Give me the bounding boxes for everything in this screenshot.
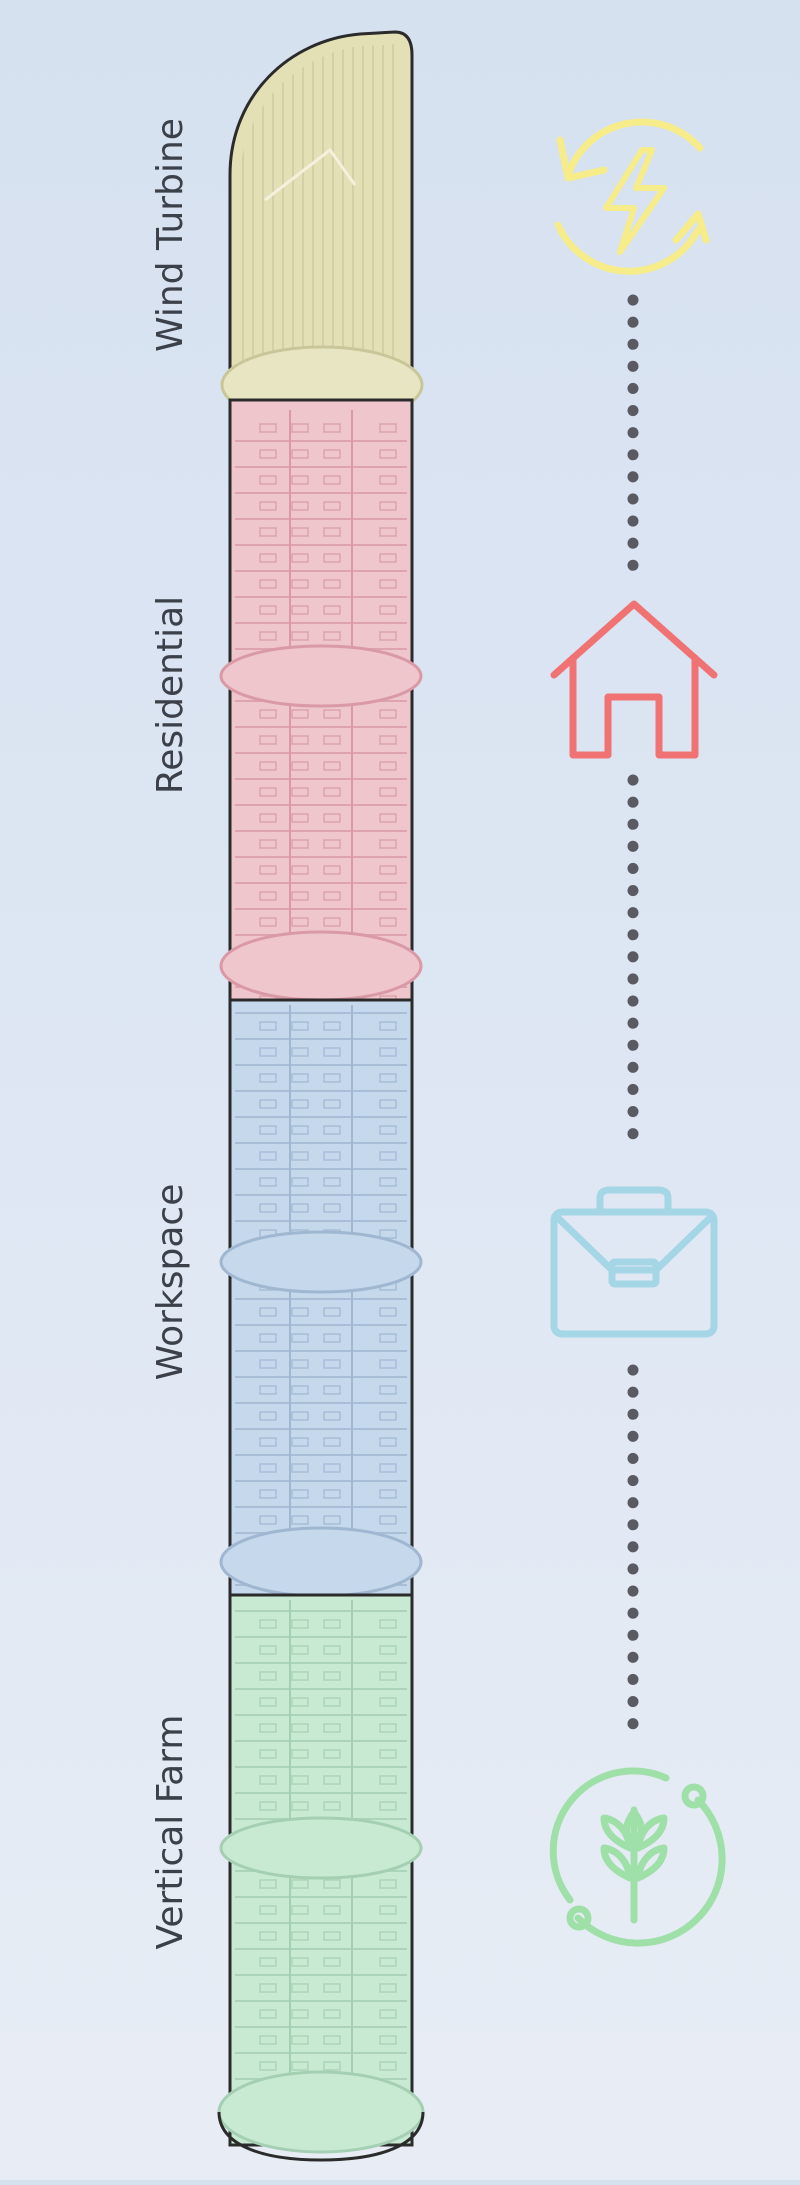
workspace-section: [219, 998, 423, 1602]
energy-cycle-icon: [554, 118, 710, 275]
wind-turbine-section: [220, 30, 424, 425]
section-label-workspace: Workspace: [150, 1183, 191, 1381]
section-label-wind-turbine: Wind Turbine: [150, 118, 191, 352]
vertical-farm-section: [217, 1593, 425, 2162]
residential-section: [219, 398, 423, 1012]
section-label-vertical-farm: Vertical Farm: [150, 1714, 191, 1950]
section-label-residential: Residential: [150, 595, 191, 795]
wheat-cycle-icon: [549, 1767, 726, 1947]
house-icon: [550, 600, 718, 759]
briefcase-icon: [550, 1186, 718, 1338]
